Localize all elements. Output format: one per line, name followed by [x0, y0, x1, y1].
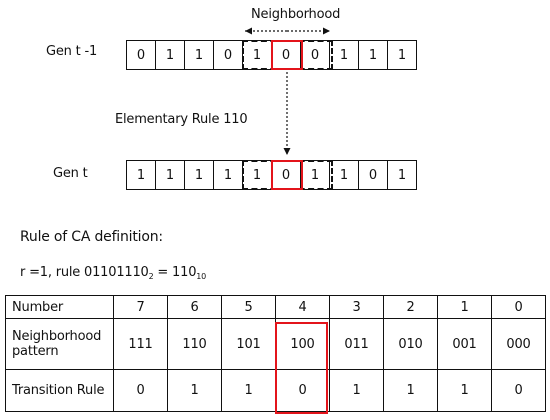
table-pattern-cell: 101	[221, 318, 276, 370]
gen-prev-cell: 1	[184, 40, 214, 70]
gen-curr-cell: 1	[387, 160, 417, 190]
neighborhood-label: Neighborhood	[251, 7, 341, 22]
table-pattern-cell: 111	[113, 318, 168, 370]
definition-title: Rule of CA definition:	[20, 229, 163, 245]
table-pattern-cell: 000	[491, 318, 546, 370]
gen-prev-cell: 0	[126, 40, 156, 70]
table-pattern-cell: 010	[383, 318, 438, 370]
row-header-pattern: Neighborhood pattern	[5, 318, 114, 370]
gen-prev-cell: 1	[329, 40, 359, 70]
table-rule-cell: 0	[491, 369, 546, 412]
gen-prev-cell: 0	[300, 40, 330, 70]
formula-base-10: 10	[196, 272, 207, 281]
gen-curr-cell: 0	[271, 160, 301, 190]
table-rule-cell: 1	[437, 369, 492, 412]
gen-prev-cell: 0	[213, 40, 243, 70]
gen-prev-cell: 1	[242, 40, 272, 70]
table-rule-cell: 1	[221, 369, 276, 412]
rule-label: Elementary Rule 110	[115, 112, 248, 127]
gen-curr-cell: 1	[300, 160, 330, 190]
table-pattern-cell: 100	[275, 318, 330, 370]
gen-curr-cell: 1	[213, 160, 243, 190]
formula-prefix: r =1, rule 01101110	[20, 265, 149, 280]
table-rule-cell: 1	[167, 369, 222, 412]
row-header-rule: Transition Rule	[5, 369, 114, 412]
gen-curr-cell: 0	[358, 160, 388, 190]
table-rule-cell: 0	[275, 369, 330, 412]
table-number-cell: 2	[383, 295, 438, 319]
gen-prev-cell: 0	[271, 40, 301, 70]
table-number-cell: 1	[437, 295, 492, 319]
gen-curr-cell: 1	[155, 160, 185, 190]
gen-curr-cell: 1	[329, 160, 359, 190]
table-number-cell: 7	[113, 295, 168, 319]
gen-curr-cell: 1	[184, 160, 214, 190]
table-number-cell: 3	[329, 295, 384, 319]
formula-equals: = 110	[153, 265, 197, 280]
table-pattern-cell: 001	[437, 318, 492, 370]
table-number-cell: 5	[221, 295, 276, 319]
gen-prev-label: Gen t -1	[46, 44, 98, 59]
gen-curr-cell: 1	[126, 160, 156, 190]
table-rule-cell: 0	[113, 369, 168, 412]
formula-base-2: 2	[148, 272, 154, 281]
gen-prev-cell: 1	[155, 40, 185, 70]
table-rule-cell: 1	[329, 369, 384, 412]
gen-prev-cell: 1	[387, 40, 417, 70]
table-number-cell: 6	[167, 295, 222, 319]
table-number-cell: 0	[491, 295, 546, 319]
gen-curr-label: Gen t	[53, 166, 88, 181]
gen-curr-cell: 1	[242, 160, 272, 190]
table-rule-cell: 1	[383, 369, 438, 412]
table-pattern-cell: 011	[329, 318, 384, 370]
table-number-cell: 4	[275, 295, 330, 319]
table-pattern-cell: 110	[167, 318, 222, 370]
row-header-number: Number	[5, 295, 114, 319]
gen-prev-cell: 1	[358, 40, 388, 70]
rule-formula: r =1, rule 011011102 = 11010	[20, 265, 206, 281]
